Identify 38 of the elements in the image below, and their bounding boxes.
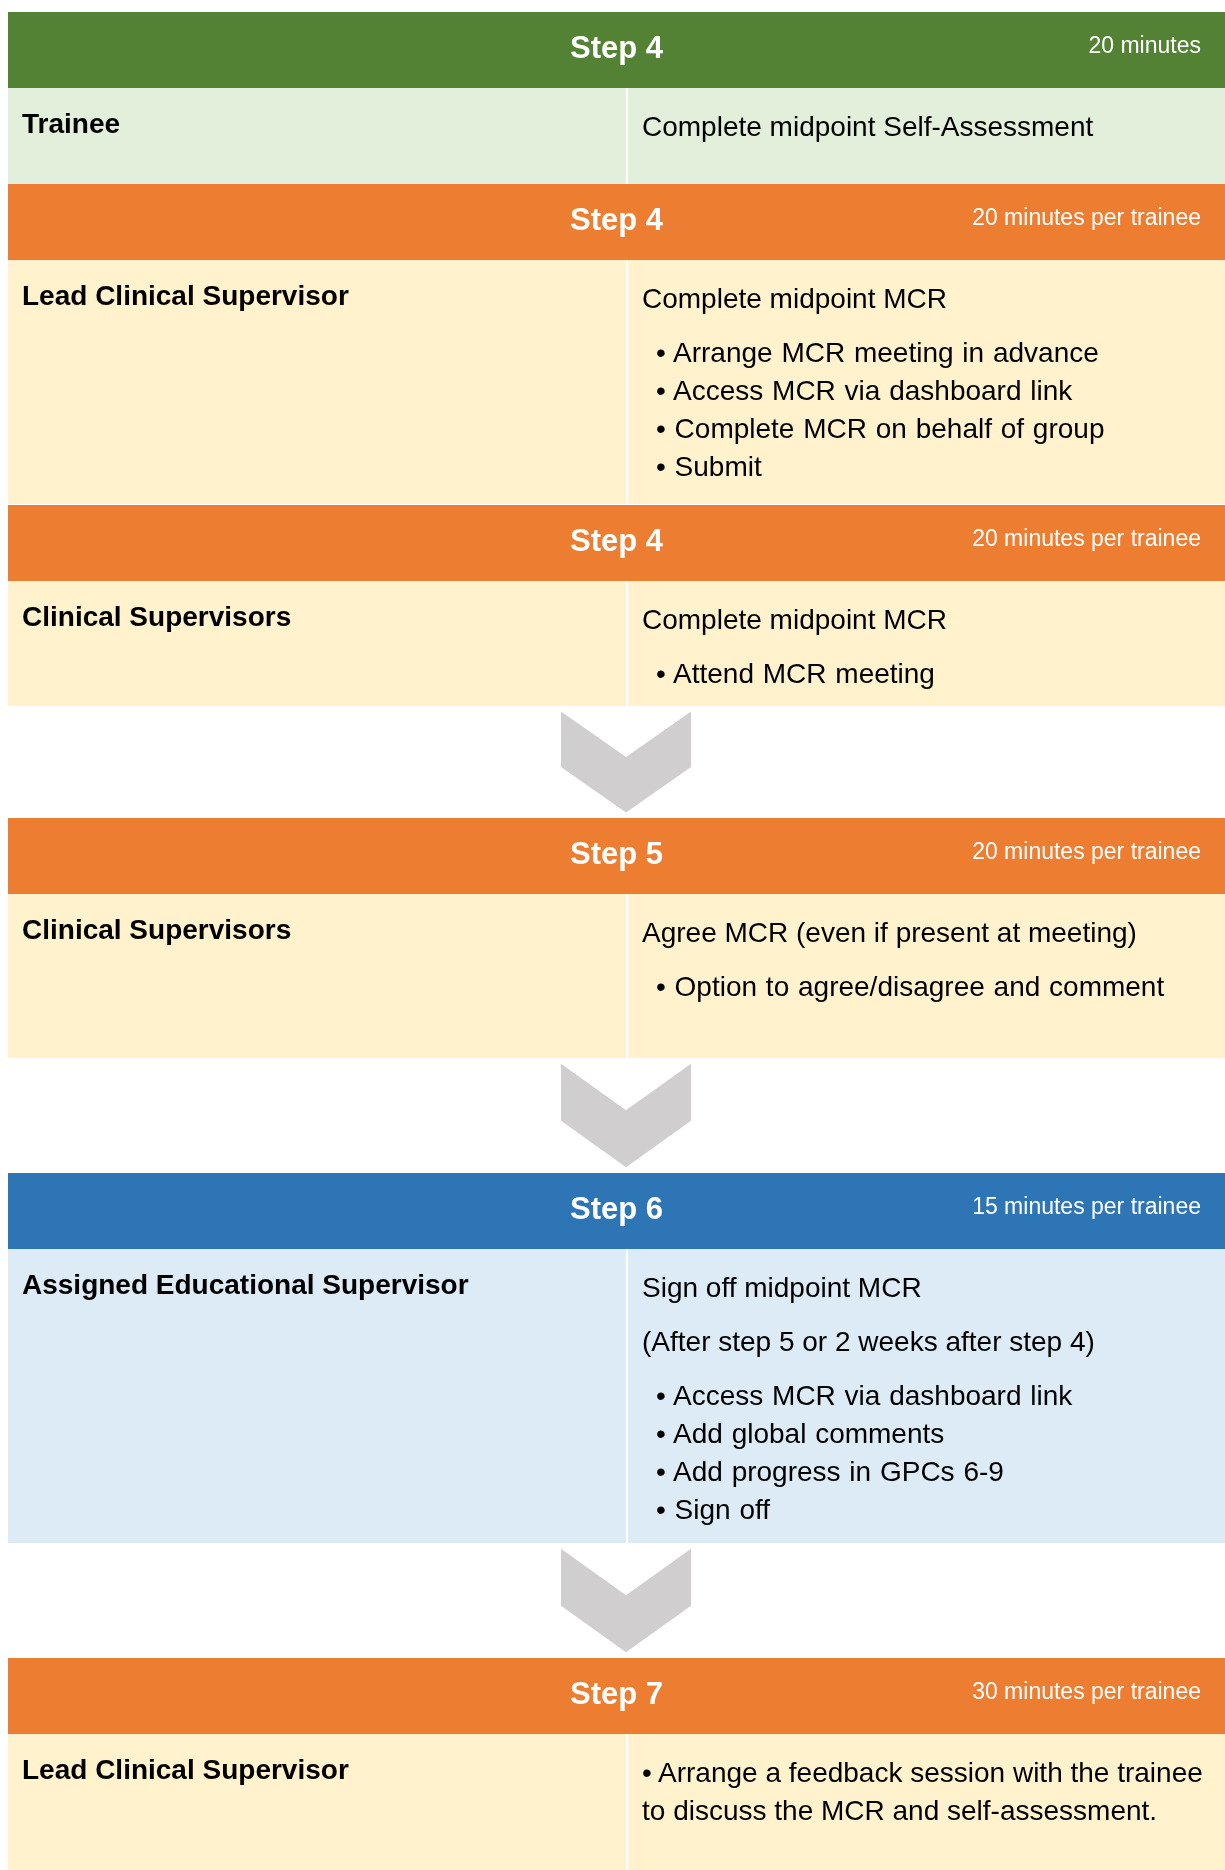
task-text: Complete midpoint Self-Assessment (642, 110, 1095, 144)
step-title: Step 7 (570, 1676, 663, 1712)
role-label: Clinical Supervisors (22, 914, 292, 946)
task-text: Complete midpoint MCR (642, 603, 948, 637)
role-label: Assigned Educational Supervisor (22, 1269, 469, 1301)
step-title: Step 5 (570, 836, 663, 872)
duration-text: 20 minutes per trainee (972, 838, 1201, 865)
task-text: (After step 5 or 2 weeks after step 4) (642, 1325, 1096, 1359)
step-block (8, 1173, 1225, 1543)
role-label: Lead Clinical Supervisor (22, 1754, 349, 1786)
step-title: Step 4 (570, 30, 663, 66)
step-title: Step 4 (570, 523, 663, 559)
task-text: • Arrange a feedback session with the trainee to discuss the MCR and self-assessment. (642, 1756, 1204, 1828)
role-label: Lead Clinical Supervisor (22, 280, 349, 312)
bullet-list: • Attend MCR meeting (642, 655, 1211, 693)
task-text: Agree MCR (even if present at meeting) (642, 916, 1138, 950)
bullet-list: • Option to agree/disagree and comment (642, 968, 1211, 1006)
step-block (8, 505, 1225, 706)
duration-text: 30 minutes per trainee (972, 1678, 1201, 1705)
step-block (8, 1658, 1225, 1870)
chevron-arrow (561, 711, 691, 813)
step-block (8, 184, 1225, 504)
chevron-arrow (561, 1063, 691, 1168)
step-block (8, 818, 1225, 1058)
bullet-list: • Arrange MCR meeting in advance • Access MCR via dashboard link • Complete MCR on behalf of group • Submit (642, 334, 1211, 486)
duration-text: 20 minutes per trainee (972, 204, 1201, 231)
role-label: Clinical Supervisors (22, 601, 292, 633)
duration-text: 20 minutes per trainee (972, 525, 1201, 552)
step-title: Step 6 (570, 1191, 663, 1227)
bullet-list: • Access MCR via dashboard link • Add global comments • Add progress in GPCs 6-9 • Sign off (642, 1377, 1211, 1529)
step-title: Step 4 (570, 202, 663, 238)
task-text: Complete midpoint MCR (642, 282, 948, 316)
role-label: Trainee (22, 108, 121, 140)
duration-text: 20 minutes (1088, 32, 1201, 59)
task-text: Sign off midpoint MCR (642, 1271, 923, 1305)
step-block (8, 12, 1225, 184)
duration-text: 15 minutes per trainee (972, 1193, 1201, 1220)
chevron-arrow (561, 1548, 691, 1653)
